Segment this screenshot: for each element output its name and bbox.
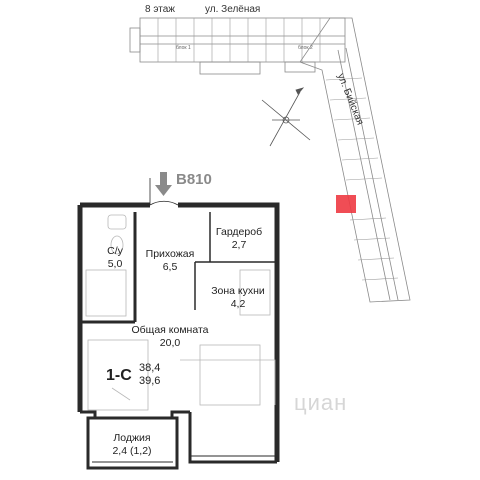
watermark-logo: циан xyxy=(294,390,348,415)
block-label-1: блок 1 xyxy=(176,45,191,51)
area-total: 38,4 xyxy=(139,362,161,374)
room-loggia: Лоджия 2,4 (1,2) xyxy=(94,432,170,458)
apartment-areas: 38,4 39,6 xyxy=(139,362,160,388)
building-diagonal xyxy=(299,17,411,303)
highlighted-apartment xyxy=(336,195,356,213)
room-wardrobe: Гардероб 2,7 xyxy=(208,226,270,252)
room-living-area: 20,0 xyxy=(159,337,181,349)
room-kitchen-area: 4,2 xyxy=(230,298,246,310)
room-wardrobe-name: Гардероб xyxy=(215,226,263,238)
street-top-label: ул. Зелёная xyxy=(205,4,261,15)
room-bathroom: С/у 5,0 xyxy=(97,245,133,271)
room-bathroom-name: С/у xyxy=(107,245,123,257)
room-kitchen: Зона кухни 4,2 xyxy=(200,285,276,311)
room-living-name: Общая комната xyxy=(131,324,209,336)
room-hallway: Прихожая 6,5 xyxy=(135,248,205,274)
room-loggia-name: Лоджия xyxy=(113,432,151,444)
room-wardrobe-area: 2,7 xyxy=(231,239,247,251)
floor-label: 8 этаж xyxy=(145,4,175,15)
room-hallway-name: Прихожая xyxy=(145,248,195,260)
apartment-code: В810 xyxy=(176,171,212,188)
room-kitchen-name: Зона кухни xyxy=(211,285,265,297)
area-with-loggia: 39,6 xyxy=(139,375,161,387)
block-label-2: блок 2 xyxy=(298,45,313,51)
room-bathroom-area: 5,0 xyxy=(107,258,123,270)
room-hallway-area: 6,5 xyxy=(162,261,178,273)
apartment-type: 1-С xyxy=(106,367,132,384)
building-horizontal xyxy=(129,17,346,75)
room-loggia-area: 2,4 (1,2) xyxy=(112,445,152,457)
compass-icon xyxy=(261,87,311,147)
room-living: Общая комната 20,0 xyxy=(120,324,220,350)
